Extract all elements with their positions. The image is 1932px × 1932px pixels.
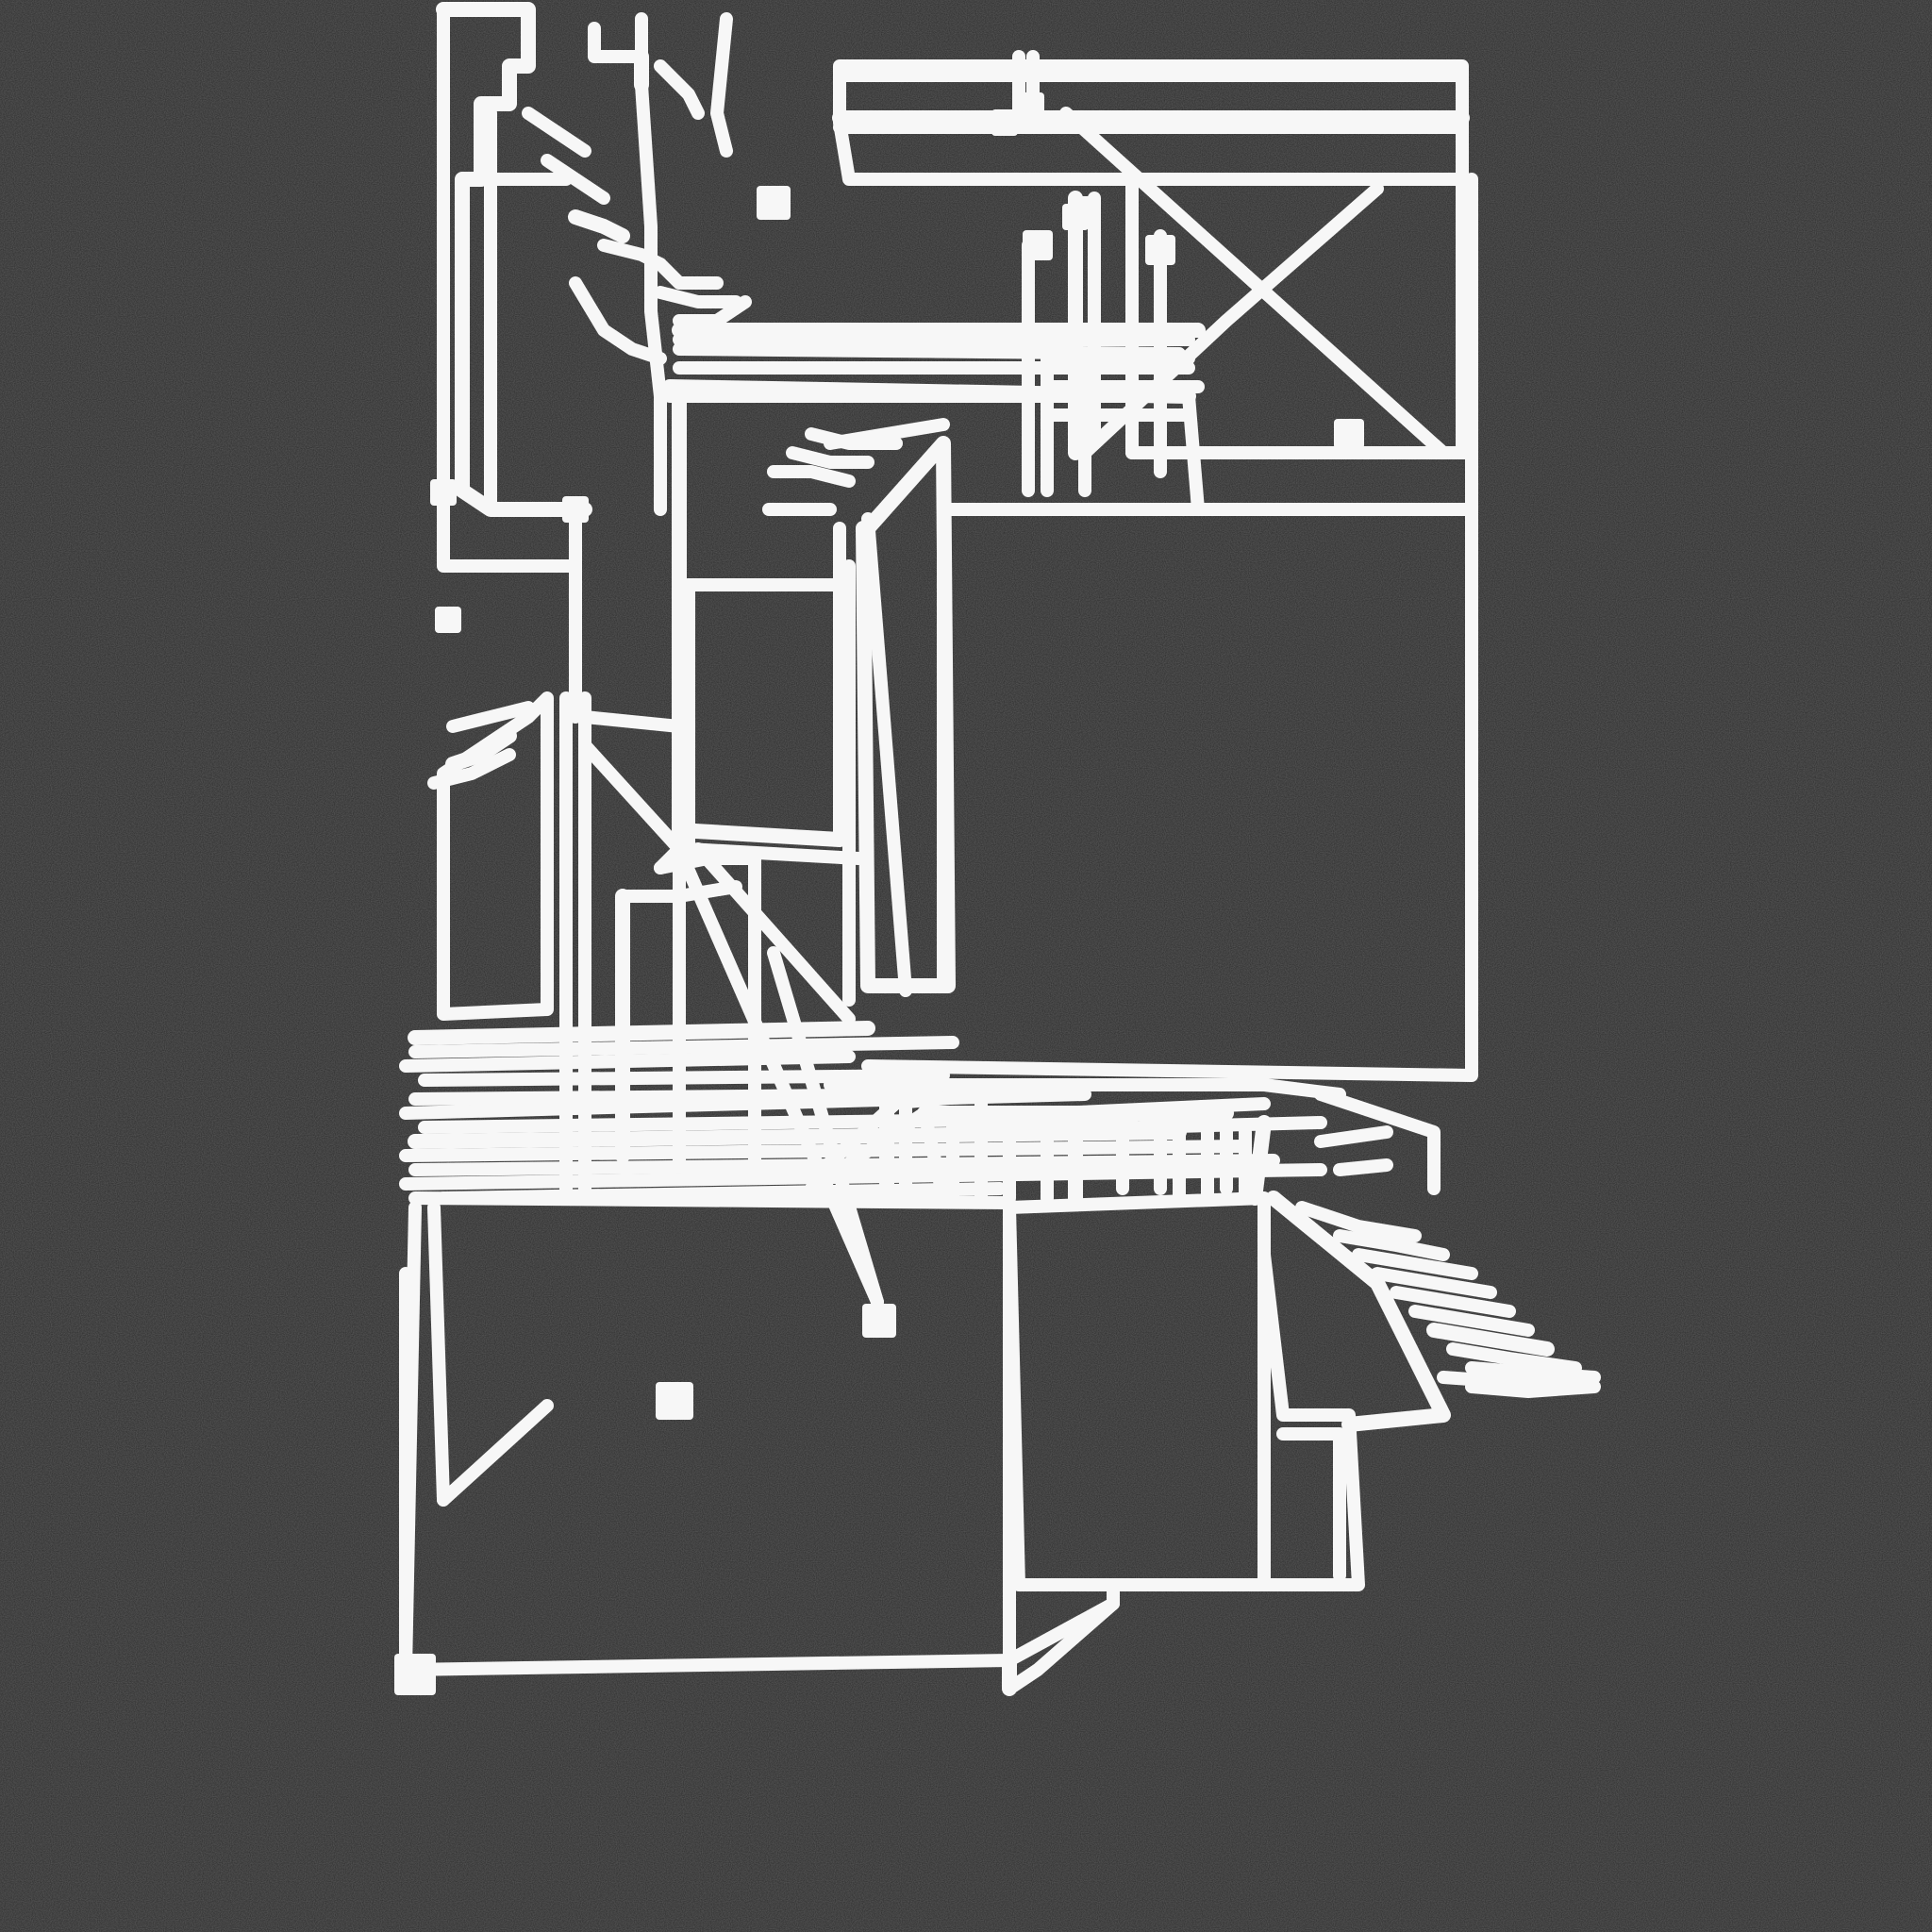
drawing-stroke	[418, 1069, 950, 1087]
drawing-stroke	[805, 1088, 912, 1186]
drawing-stroke	[437, 691, 554, 1021]
drawing-stroke	[1266, 1191, 1451, 1432]
drawing-stroke	[568, 209, 630, 243]
drawing-stroke	[691, 842, 856, 1025]
drawing-dot	[757, 186, 791, 220]
drawing-stroke	[1408, 1305, 1535, 1337]
drawing-stroke	[427, 748, 516, 790]
drawing-stroke	[635, 78, 667, 516]
drawing-stroke	[861, 512, 912, 997]
drawing-stroke	[805, 1107, 931, 1195]
drawing-stroke	[1314, 1088, 1441, 1195]
drawing-stroke	[445, 728, 517, 772]
drawing-stroke	[1257, 1248, 1365, 1591]
drawing-dot	[435, 607, 461, 633]
drawing-stroke	[446, 701, 535, 733]
drawing-dot	[1022, 92, 1044, 115]
drawing-dot	[430, 479, 457, 506]
drawing-stroke	[1465, 1361, 1601, 1384]
drawing-dot	[1334, 419, 1364, 449]
drawing-stroke	[1333, 1158, 1393, 1176]
drawing-stroke	[437, 1399, 554, 1507]
drawing-stroke	[1426, 1323, 1555, 1357]
drawing-dot	[394, 1654, 436, 1695]
drawing-dots	[394, 92, 1364, 1695]
drawing-stroke	[1276, 1427, 1346, 1582]
drawing-stroke	[408, 1036, 959, 1058]
drawing-stroke	[673, 295, 752, 327]
drawing-stroke	[408, 1021, 875, 1045]
drawing-stroke	[654, 258, 724, 290]
drawing-stroke	[805, 427, 903, 450]
drawing-stroke	[856, 436, 956, 993]
drawing-stroke	[436, 2, 592, 517]
drawing-stroke	[1247, 1115, 1272, 1206]
drawing-dot	[1023, 230, 1053, 260]
drawing-stroke	[1050, 1097, 1271, 1120]
drawing-stroke	[1352, 1248, 1478, 1280]
drawing-stroke	[427, 1201, 450, 1507]
drawing-stroke	[399, 1140, 1252, 1162]
drawing-stroke	[710, 12, 733, 158]
drawing-stroke	[824, 1078, 1346, 1101]
drawing-stroke	[1371, 1267, 1497, 1299]
drawing-stroke	[597, 239, 667, 271]
drawing-stroke	[654, 59, 705, 120]
drawing-stroke	[1333, 1229, 1450, 1261]
drawing-dot	[656, 1382, 693, 1420]
drawing-stroke	[569, 276, 667, 365]
drawing-stroke	[1059, 107, 1450, 459]
drawing-stroke	[588, 12, 648, 63]
drawing-stroke	[918, 1107, 950, 1205]
drawing-stroke	[541, 154, 610, 205]
drawing-dot	[562, 496, 589, 523]
drawing-stroke	[1314, 1125, 1393, 1148]
drawing-dot	[991, 109, 1018, 136]
drawing-stroke	[1390, 1286, 1516, 1318]
drawing-stroke	[616, 880, 742, 903]
drawing-stroke	[399, 1163, 1327, 1191]
drawing-stroke	[522, 107, 591, 158]
drawing-stroke	[1446, 1342, 1582, 1374]
drawing-stroke	[1295, 1201, 1422, 1242]
drawing-dot	[1074, 196, 1096, 219]
drawing-stroke	[1003, 1578, 1120, 1695]
drawing-stroke	[578, 710, 686, 827]
drawing-dot	[862, 1304, 896, 1338]
drawing-stroke	[399, 1050, 856, 1073]
drawing-dot	[1145, 235, 1175, 265]
drawing-stroke	[767, 465, 856, 488]
drawing-stroke	[682, 842, 865, 865]
drawing-strokes	[399, 2, 1601, 1696]
drawing-stroke	[654, 286, 742, 308]
drawing-stroke	[786, 446, 874, 469]
